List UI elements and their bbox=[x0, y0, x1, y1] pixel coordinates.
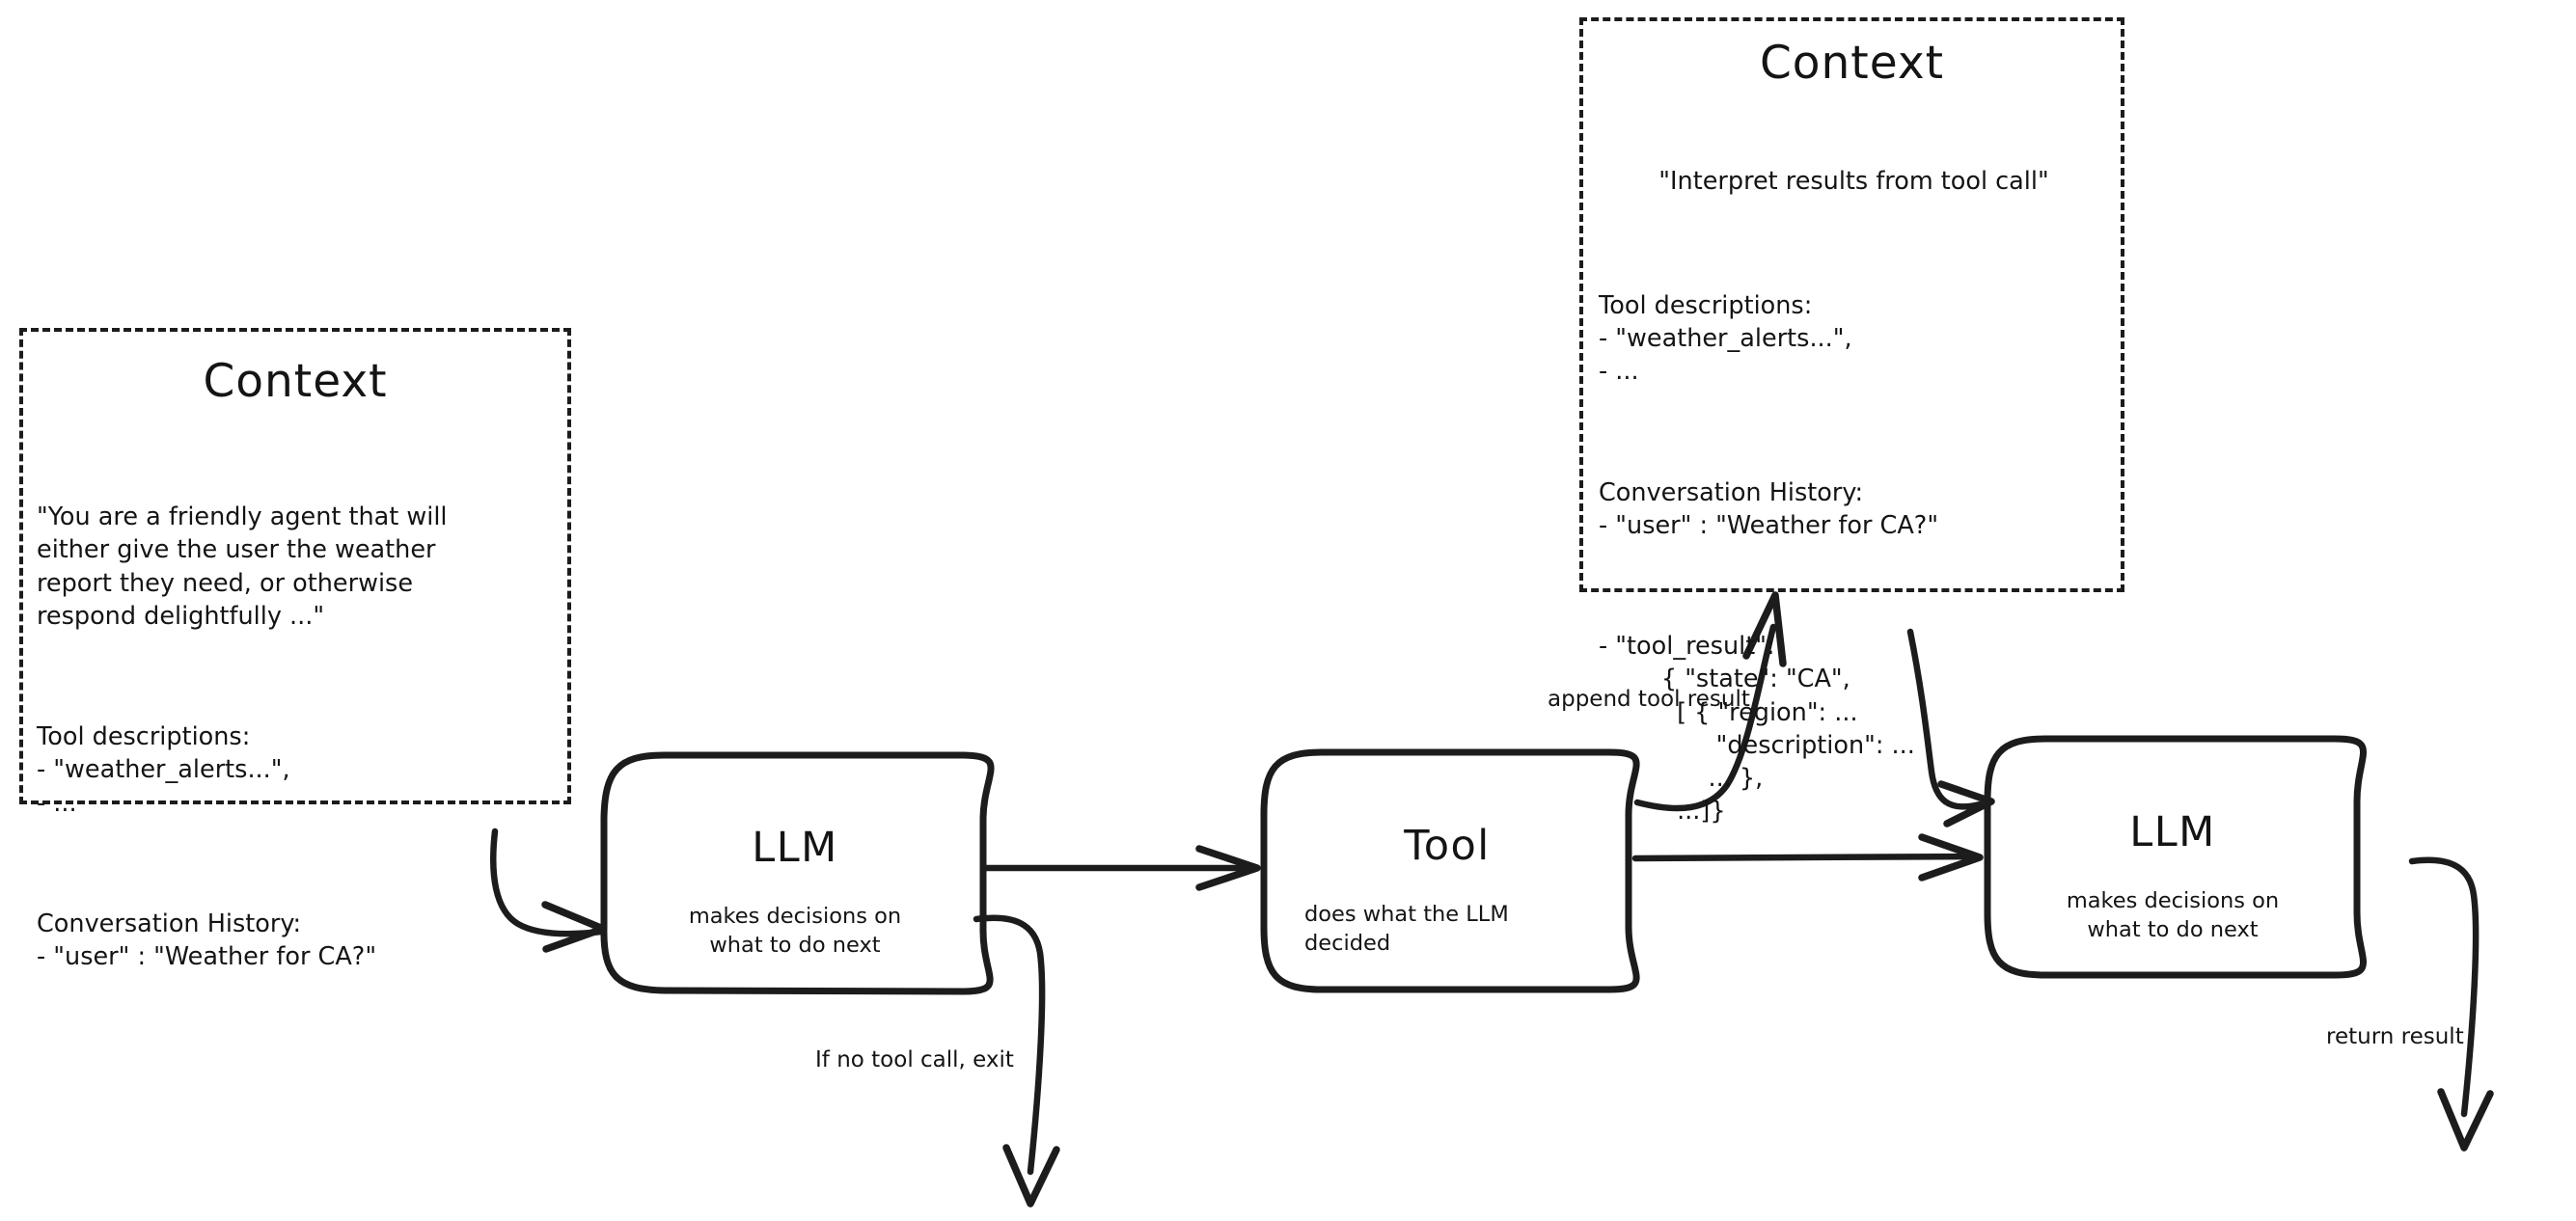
context-right-title: Context bbox=[1759, 37, 1945, 90]
context-box-left: Context "You are a friendly agent that w… bbox=[19, 328, 571, 971]
edge-context-to-llm2 bbox=[1906, 628, 1995, 828]
context-right-tool-result: - "tool_result": { "state": "CA", [ { "r… bbox=[1599, 632, 1915, 826]
node-box-llm-1-outline bbox=[605, 755, 991, 991]
edge-tool-to-context bbox=[1633, 591, 1787, 812]
context-right-body: "Interpret results from tool call" Tool … bbox=[1599, 99, 2121, 893]
context-box-right: Context "Interpret results from tool cal… bbox=[1579, 17, 2124, 826]
context-left-conversation-history: Conversation History: - "user" : "Weathe… bbox=[37, 909, 377, 972]
edge-llm1-exit bbox=[973, 914, 1060, 1207]
context-right-conversation-history: Conversation History: - "user" : "Weathe… bbox=[1599, 477, 1939, 540]
context-left-tool-descriptions: Tool descriptions: - "weather_alerts..."… bbox=[37, 722, 290, 818]
edge-label-append-tool-result: append tool result bbox=[1548, 687, 1750, 712]
context-right-tool-descriptions: Tool descriptions: - "weather_alerts..."… bbox=[1599, 290, 1852, 387]
context-left-title: Context bbox=[203, 355, 388, 408]
edge-tool-to-llm2 bbox=[1631, 833, 1984, 882]
edge-label-if-no-tool-call-exit: If no tool call, exit bbox=[815, 1047, 1014, 1072]
node-box-llm-2[interactable] bbox=[1984, 735, 2367, 979]
node-box-llm-1[interactable] bbox=[600, 751, 995, 995]
node-box-tool[interactable] bbox=[1260, 748, 1640, 993]
edge-llm2-return bbox=[2408, 856, 2494, 1152]
edge-label-return-result: return result bbox=[2326, 1024, 2464, 1049]
context-right-quote: "Interpret results from tool call" bbox=[1658, 167, 2049, 197]
edge-llm1-to-tool bbox=[980, 845, 1261, 891]
context-left-system-prompt: "You are a friendly agent that will eith… bbox=[37, 502, 448, 631]
edge-context-to-llm1 bbox=[490, 828, 607, 953]
context-left-body: "You are a friendly agent that will eith… bbox=[37, 435, 567, 1040]
